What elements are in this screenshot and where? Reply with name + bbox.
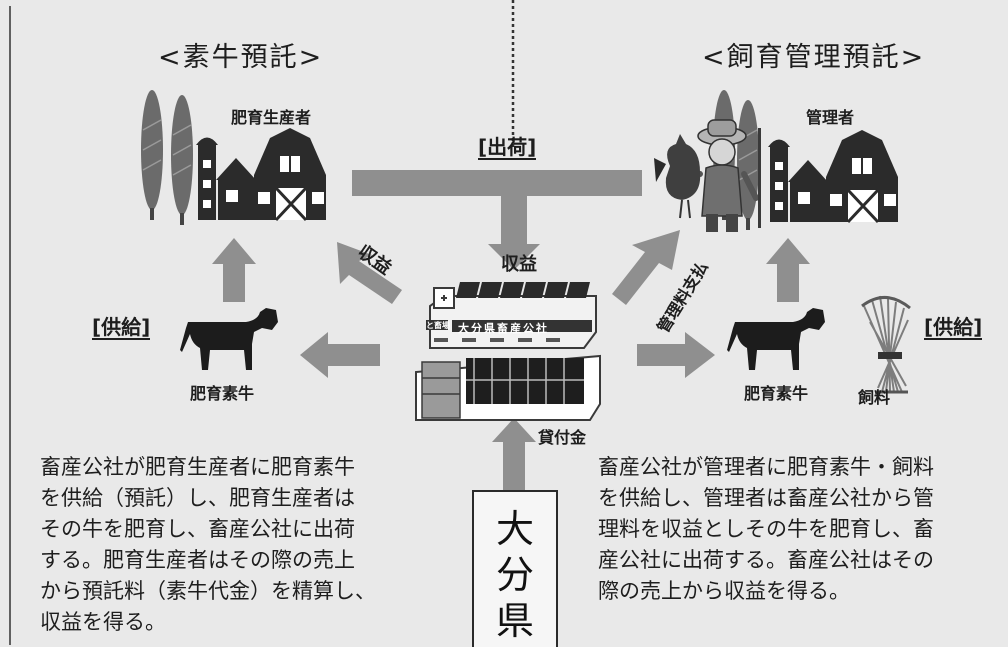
left-description: 畜産公社が肥育生産者に肥育素牛 を供給（預託）し、肥育生産者は その牛を肥育し、… xyxy=(40,455,376,634)
barn-icon xyxy=(766,128,900,224)
supply-left-label: [供給] xyxy=(92,315,151,340)
cow-icon xyxy=(727,308,825,370)
left-section-title: <素牛預託> xyxy=(158,42,324,73)
feed-label: 飼料 xyxy=(858,388,891,407)
oita-prefecture-box: 大 分 県 xyxy=(472,490,558,647)
prefecture-char-2: 分 xyxy=(495,553,534,597)
farmer-icon xyxy=(654,119,761,232)
company-building-icon xyxy=(415,282,601,421)
fattening-producer-label: 肥育生産者 xyxy=(231,108,312,127)
profit-center-label: 収益 xyxy=(501,254,537,275)
fattening-calf-left-label: 肥育素牛 xyxy=(190,384,255,403)
manager-label: 管理者 xyxy=(806,108,855,127)
right-section-title: <飼育管理預託> xyxy=(702,42,926,73)
company-sign: 大分県畜産公社 xyxy=(458,322,549,335)
barn-icon xyxy=(194,126,328,222)
feed-bundle-icon xyxy=(861,295,911,394)
fattening-calf-right-label: 肥育素牛 xyxy=(744,384,809,403)
prefecture-char-1: 大 xyxy=(495,507,534,551)
right-description: 畜産公社が管理者に肥育素牛・飼料 を供給し、管理者は畜産公社から管 理料を収益と… xyxy=(598,455,934,603)
shipment-label: [出荷] xyxy=(478,135,537,160)
company-small-sign: と畜場 xyxy=(426,321,450,330)
cow-icon xyxy=(180,308,278,370)
loan-label: 貸付金 xyxy=(538,428,587,447)
tree-icon xyxy=(170,94,194,226)
supply-right-label: [供給] xyxy=(924,315,983,340)
prefecture-char-3: 県 xyxy=(495,599,534,643)
tree-icon xyxy=(140,89,164,221)
